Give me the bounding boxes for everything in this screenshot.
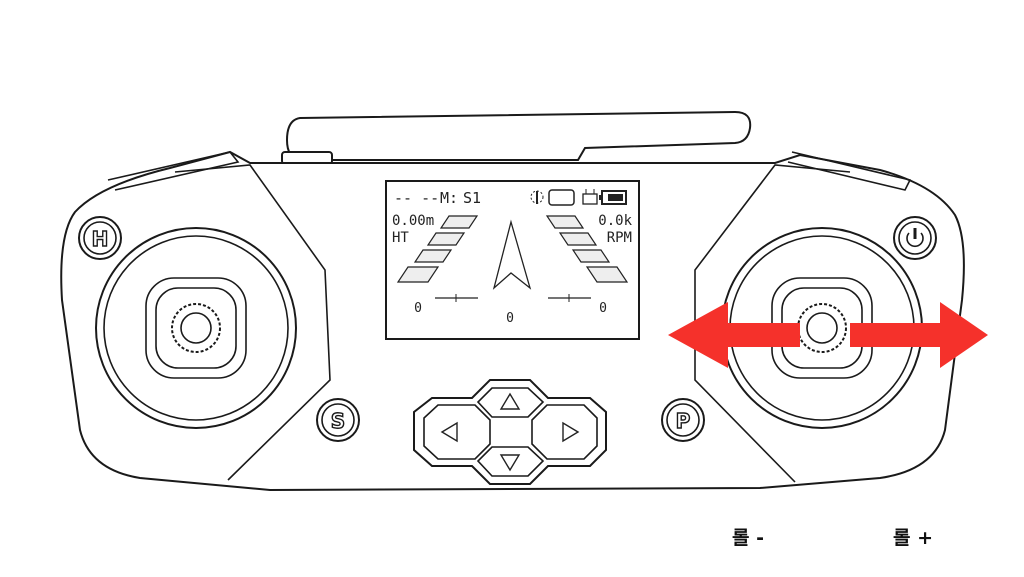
status-box bbox=[548, 189, 575, 206]
lcd-screen: -- -- M: S1 0.00m HT 0.0k RPM 0 0 0 bbox=[385, 180, 640, 340]
dpad-up-button[interactable] bbox=[499, 392, 521, 410]
right-trim-value: 0 bbox=[599, 301, 607, 316]
left-joystick[interactable] bbox=[95, 227, 297, 429]
height-value: 0.00m bbox=[392, 213, 434, 229]
right-panel bbox=[694, 164, 851, 483]
right-trim-indicator bbox=[548, 294, 591, 302]
left-panel bbox=[174, 164, 331, 481]
battery-icon bbox=[599, 190, 627, 205]
mode-m: M: bbox=[440, 189, 458, 207]
left-bar-gauge bbox=[396, 215, 479, 283]
center-value: 0 bbox=[506, 311, 514, 326]
p-button[interactable]: P bbox=[661, 398, 705, 442]
left-trim-value: 0 bbox=[414, 301, 422, 316]
antenna bbox=[285, 110, 752, 161]
roll-direction-arrow bbox=[668, 302, 800, 368]
mode-s1: S1 bbox=[463, 189, 481, 207]
dpad-left-button[interactable] bbox=[440, 421, 458, 443]
d-pad bbox=[413, 379, 607, 485]
flight-mode-dashes: -- -- bbox=[394, 189, 439, 207]
rpm-label: RPM bbox=[607, 230, 632, 246]
left-trim-indicator bbox=[435, 294, 478, 302]
roll-plus-label: 롤 + bbox=[893, 527, 934, 549]
s-button[interactable]: S bbox=[316, 398, 360, 442]
controller-icon bbox=[582, 189, 598, 205]
s-button-label: S bbox=[331, 409, 345, 433]
roll-minus-label: 롤 - bbox=[732, 527, 764, 549]
p-button-label: P bbox=[676, 409, 691, 433]
power-icon bbox=[906, 228, 924, 248]
dpad-down-button[interactable] bbox=[499, 454, 521, 472]
height-label: HT bbox=[392, 230, 409, 246]
signal-icon bbox=[530, 190, 544, 204]
power-button[interactable] bbox=[893, 216, 937, 260]
h-button-label: H bbox=[92, 227, 109, 251]
rpm-value: 0.0k bbox=[598, 213, 632, 229]
dpad-right-button[interactable] bbox=[562, 421, 580, 443]
heading-arrow-icon bbox=[492, 219, 532, 290]
right-bar-gauge bbox=[545, 215, 629, 283]
roll-direction-arrow-right bbox=[850, 302, 988, 368]
h-button[interactable]: H bbox=[78, 216, 122, 260]
right-shoulder bbox=[787, 151, 912, 191]
left-shoulder bbox=[107, 151, 240, 191]
